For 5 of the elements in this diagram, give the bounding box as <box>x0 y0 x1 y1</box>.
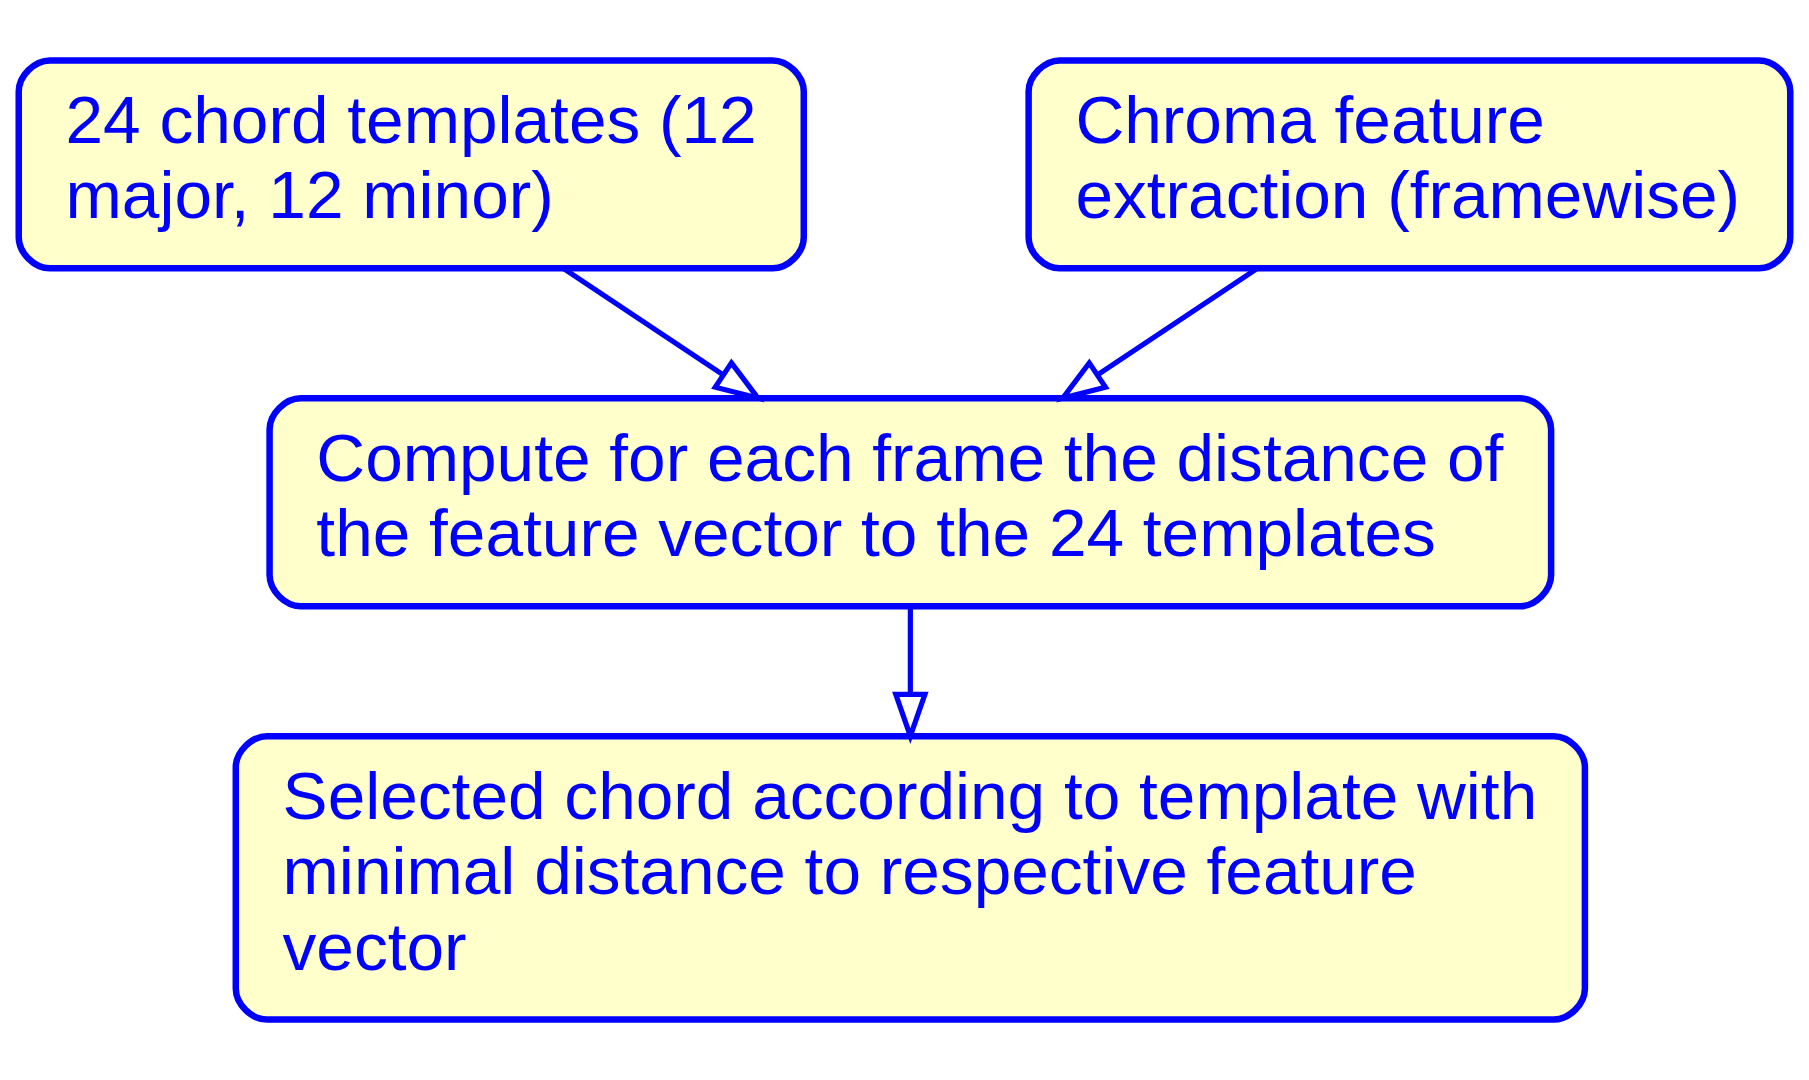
node-box: 24 chord templates (12 major, 12 minor) <box>15 57 807 272</box>
arrow <box>892 607 929 744</box>
node-box: Compute for each frame the distance of the feature vector to the 24 templates <box>266 395 1555 610</box>
node-box: Selected chord according to template with minimal distance to respective feature vector <box>232 733 1589 1023</box>
node-box: Chroma feature extraction (framewise) <box>1025 57 1794 272</box>
